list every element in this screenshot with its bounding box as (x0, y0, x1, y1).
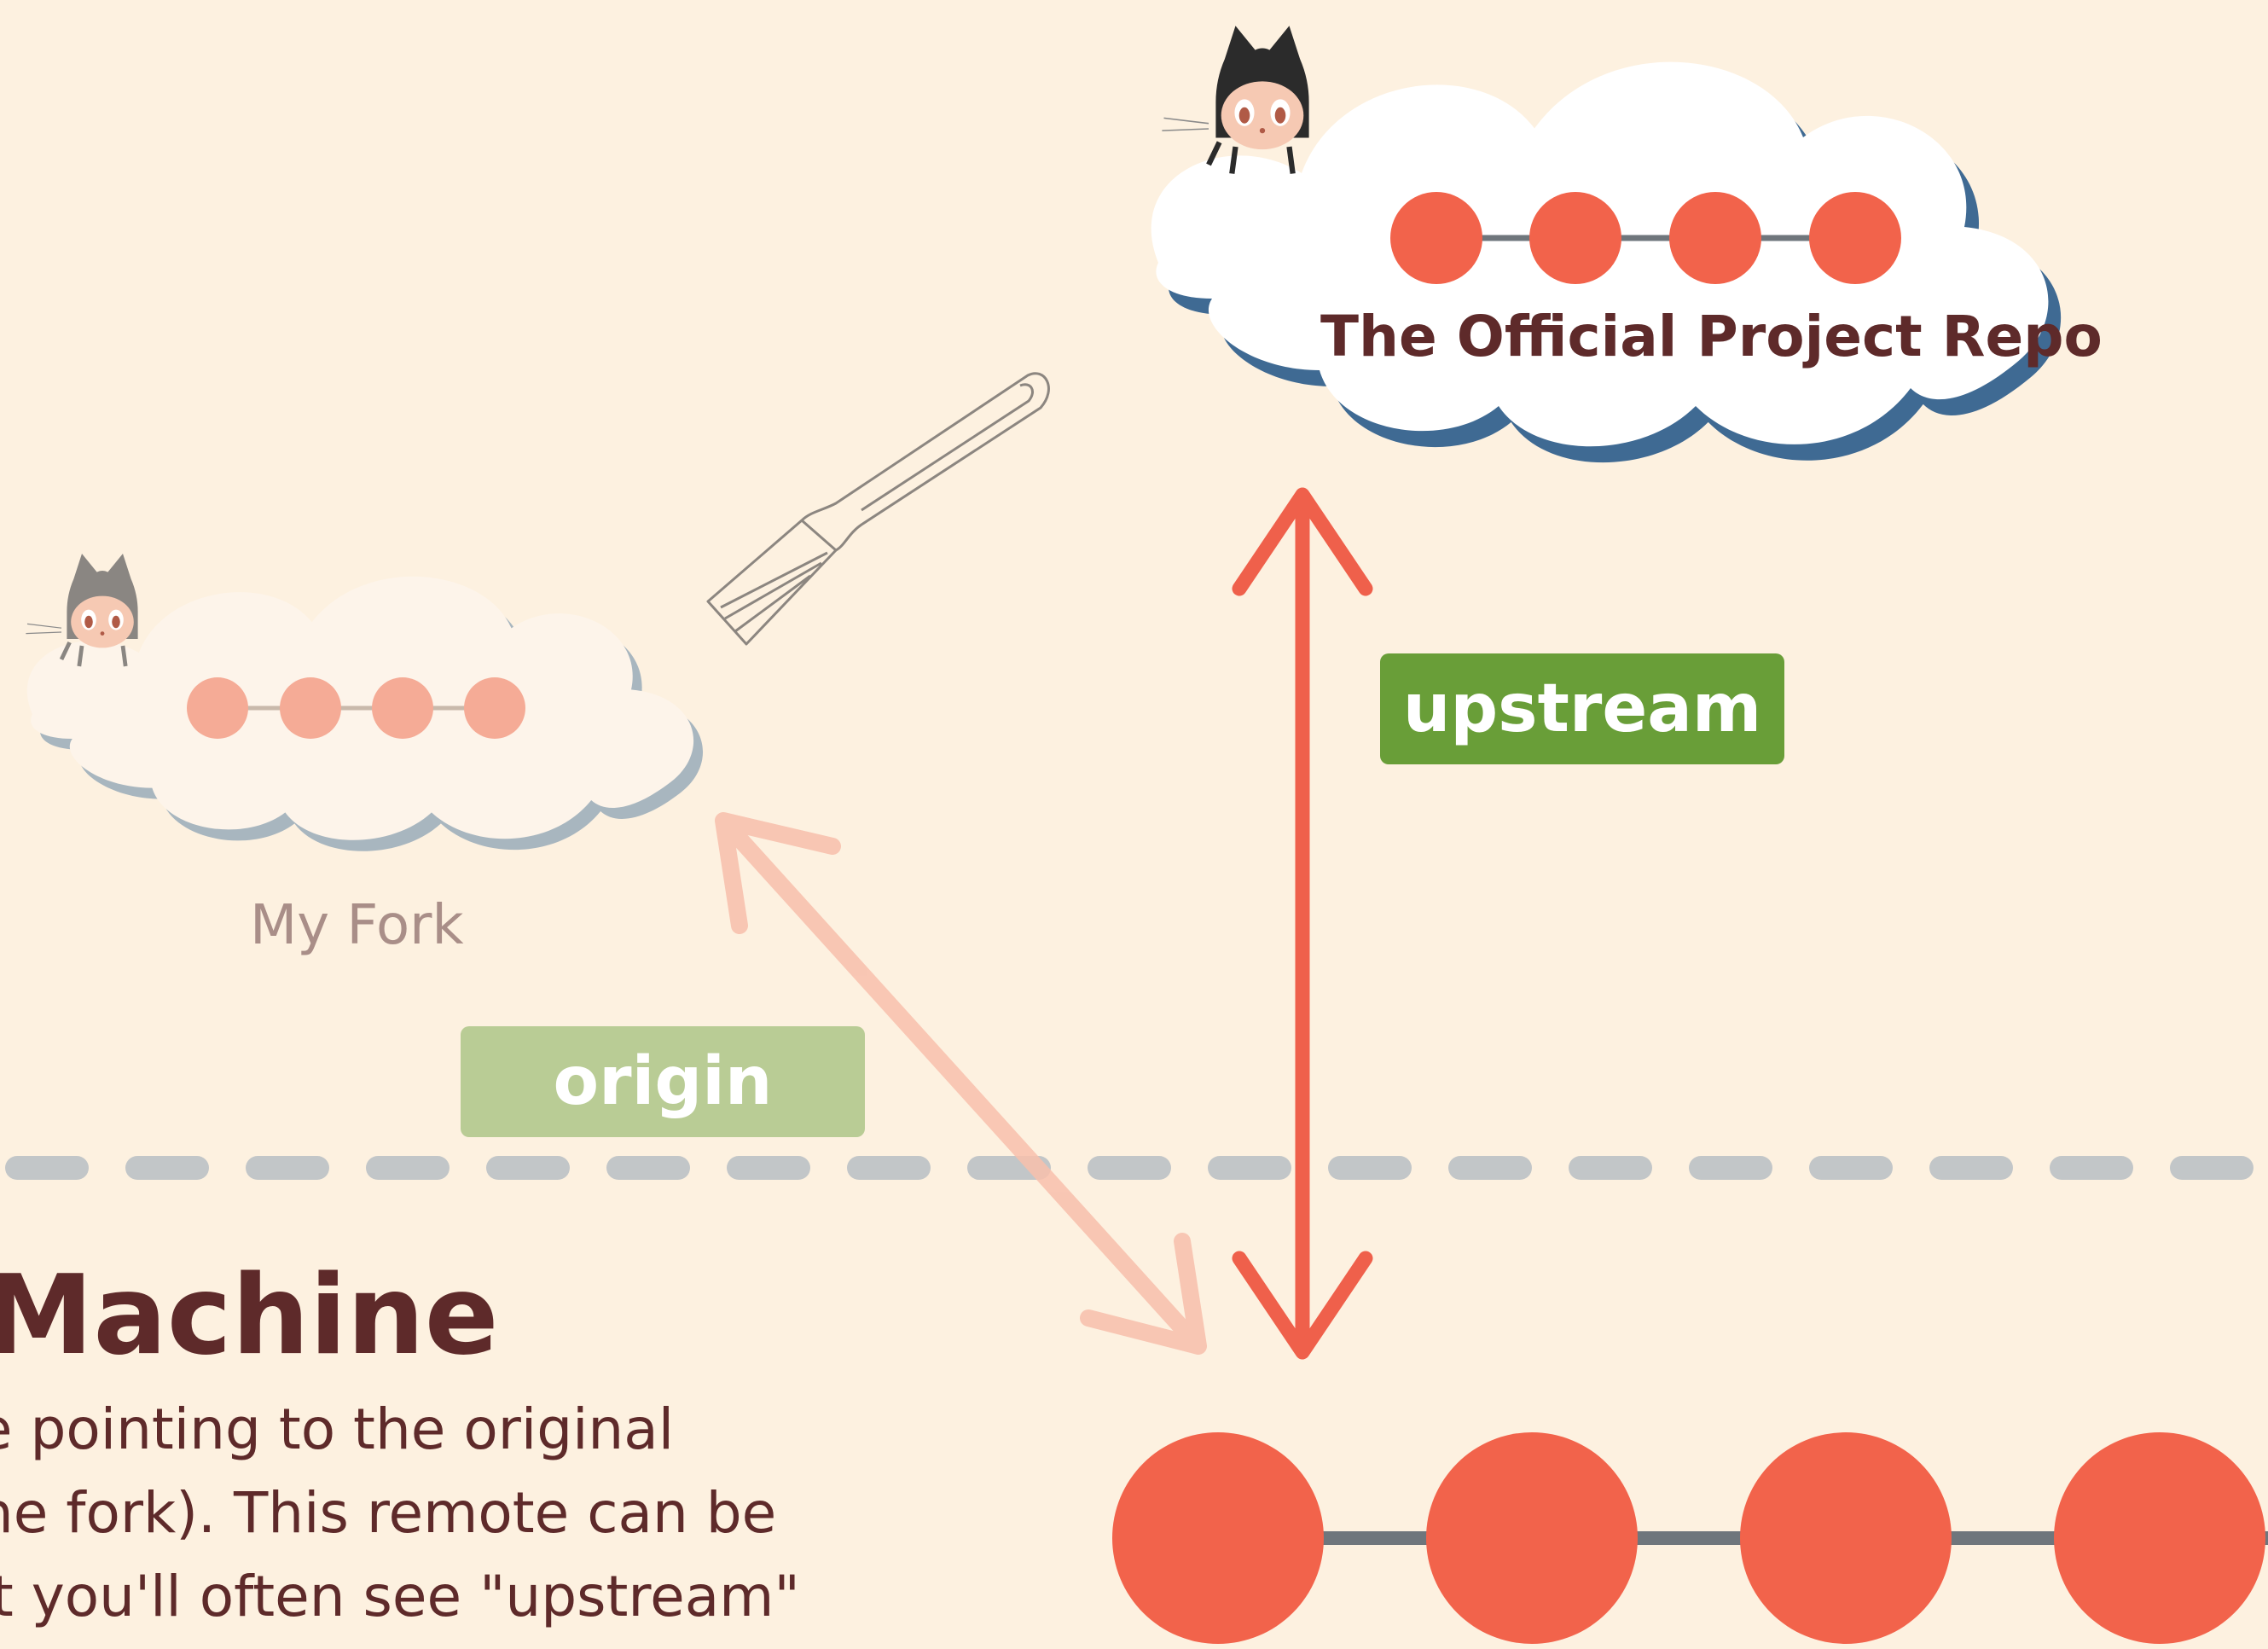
description-line: te pointing to the original (0, 1396, 675, 1462)
description-line: the fork). This remote can be (0, 1480, 777, 1546)
local-commit (1740, 1432, 1952, 1644)
description-line: ut you'll often see "upstream" (0, 1564, 800, 1629)
fork-icon (706, 372, 1050, 646)
origin-arrow (715, 812, 1207, 1355)
my-fork-commits (187, 677, 525, 739)
official-repo-commits (1390, 192, 1901, 284)
my-fork-label: My Fork (250, 894, 464, 957)
octocat-icon (1162, 26, 1308, 173)
fork-commit (280, 677, 341, 739)
fork-commit (372, 677, 433, 739)
local-machine-heading: Machine (0, 1252, 499, 1379)
official-repo-label: The Official Project Repo (1320, 304, 2103, 369)
official-commit (1809, 192, 1901, 284)
origin-badge: origin (461, 1026, 865, 1137)
upstream-badge: upstream (1380, 653, 1784, 764)
upstream-arrow (1232, 487, 1373, 1360)
local-commit (1426, 1432, 1638, 1644)
fork-commit (464, 677, 525, 739)
local-commit (2054, 1432, 2265, 1644)
local-commits (1112, 1432, 2268, 1644)
official-commit (1669, 192, 1761, 284)
origin-label: origin (553, 1043, 773, 1120)
official-commit (1529, 192, 1621, 284)
fork-commit (187, 677, 248, 739)
official-commit (1390, 192, 1482, 284)
upstream-label: upstream (1402, 671, 1762, 747)
local-commit (1112, 1432, 1324, 1644)
